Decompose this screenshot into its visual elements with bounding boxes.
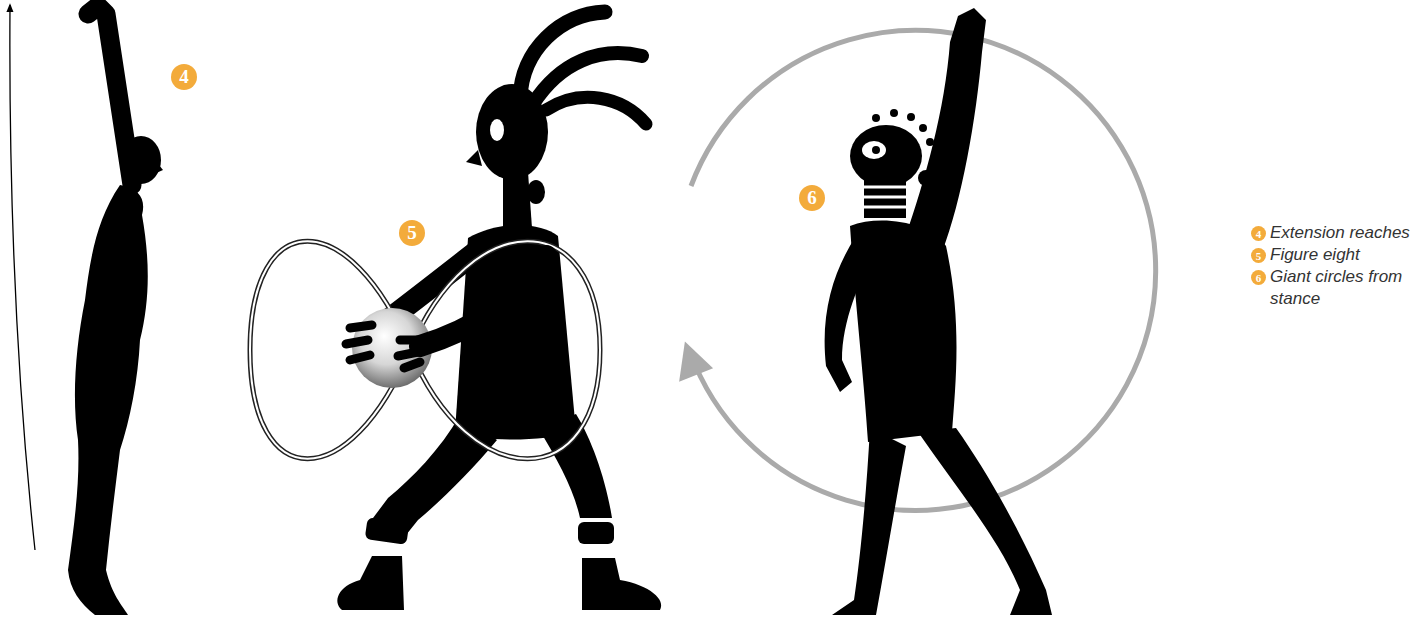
motion-arc: [10, 5, 35, 550]
ankle-band: [578, 522, 614, 544]
nose: [154, 160, 163, 174]
head-dot: [890, 109, 898, 117]
body-silhouette: [68, 185, 148, 615]
head-dot: [918, 170, 934, 186]
callout-number: 6: [1251, 270, 1266, 285]
neck-stripes: [862, 187, 908, 207]
ankle-band: [365, 517, 410, 545]
circle-arrow-head: [671, 337, 714, 382]
head-dot: [907, 113, 915, 121]
eye: [862, 141, 886, 159]
callout-number: 6: [799, 185, 825, 211]
leg: [832, 428, 906, 615]
leg: [538, 414, 612, 518]
raised-arm: [905, 8, 986, 252]
head-dot: [872, 114, 880, 122]
nose: [466, 150, 482, 166]
legend-text: Giant circles from stance: [1270, 266, 1427, 310]
callout-number: 4: [1251, 226, 1266, 241]
pupil: [872, 146, 880, 154]
callout-number: 5: [399, 220, 425, 246]
head-dot: [926, 138, 934, 146]
legend-text: Figure eight: [1270, 244, 1427, 266]
leg: [918, 428, 1052, 615]
hand: [398, 340, 420, 368]
neck: [503, 172, 532, 228]
arm: [420, 256, 546, 346]
foot: [337, 556, 404, 610]
headdress-plume: [546, 97, 646, 124]
arm: [825, 236, 872, 392]
hand: [346, 325, 372, 360]
legend-text: Extension reaches: [1270, 222, 1427, 244]
callout-number: 5: [1251, 248, 1266, 263]
eye: [490, 119, 504, 141]
foot: [582, 558, 661, 610]
ball: [352, 308, 432, 388]
head-dot: [919, 124, 927, 132]
figure-eight-path: [250, 241, 600, 459]
figure-eight-path: [250, 241, 600, 459]
head: [476, 84, 548, 180]
callout-number: 4: [171, 64, 197, 90]
